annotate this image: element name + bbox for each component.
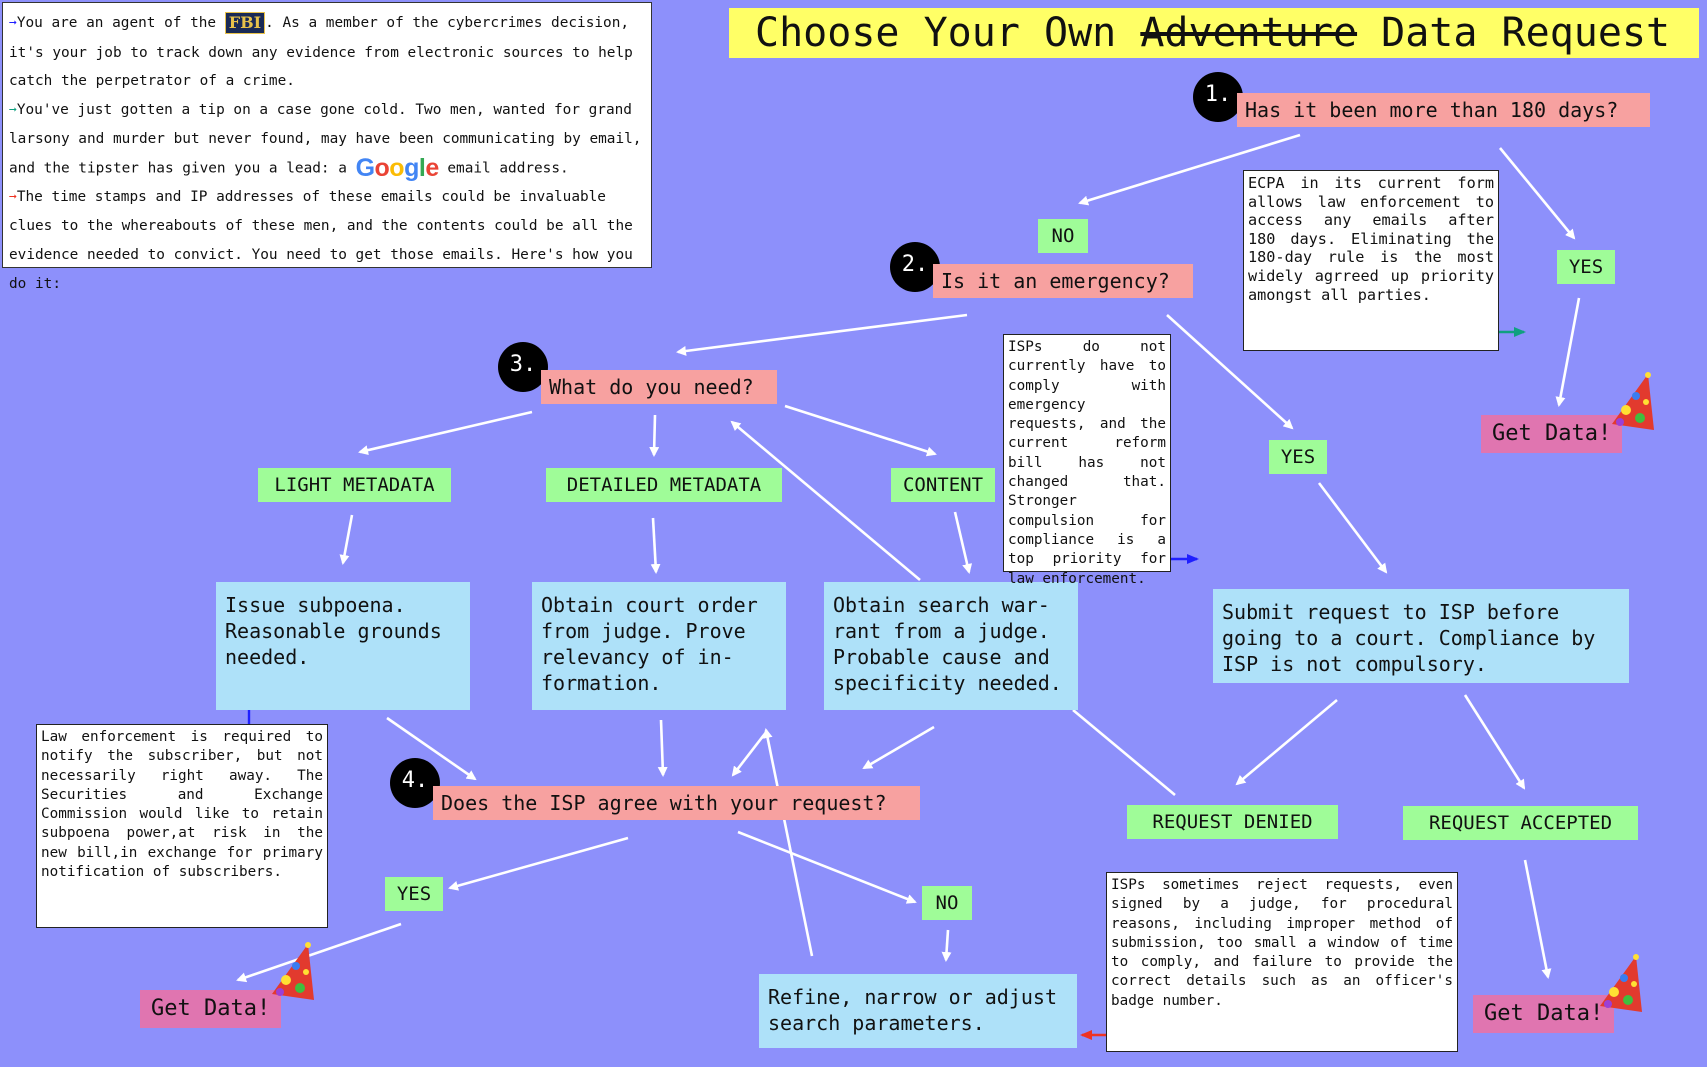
arrow-q1-no xyxy=(1078,133,1301,206)
question-isp-agree: Does the ISP agree with your request? xyxy=(433,786,920,820)
arrow-isp-accepted xyxy=(1463,694,1526,790)
label-no-180: NO xyxy=(1038,219,1088,253)
arrow-q4-no xyxy=(737,830,917,904)
question-emergency: Is it an emergency? xyxy=(933,264,1193,298)
arrow-no-refine xyxy=(941,929,952,962)
blue-arrow-icon: ➞ xyxy=(9,16,17,31)
arrow-q2-q3 xyxy=(676,313,968,356)
arrow-content-warrant xyxy=(953,511,973,574)
intro-p1-pre: You are an agent of the xyxy=(16,15,225,31)
intro-p2-post: email address. xyxy=(438,160,569,177)
box-court-order: Obtain court order from judge. Prove rel… xyxy=(532,582,786,710)
arrow-light-subpoena xyxy=(339,514,354,565)
question-180-days: Has it been more than 180 days? xyxy=(1237,93,1650,127)
title-suffix: Data Request xyxy=(1357,10,1671,56)
arrow-q2-yes xyxy=(1166,314,1294,430)
label-yes-isp: YES xyxy=(385,877,443,911)
arrow-q3-detailed xyxy=(649,414,660,457)
label-yes-emergency: YES xyxy=(1269,440,1327,474)
party-hat-icon xyxy=(272,942,314,1000)
fbi-logo: FBI xyxy=(224,12,266,34)
google-logo: Google xyxy=(355,153,440,182)
label-no-isp: NO xyxy=(922,886,972,920)
arrow-refine-q4 xyxy=(762,728,814,957)
arrow-q3-content xyxy=(784,404,937,457)
box-issue-subpoena: Issue subpoena. Reasonable grounds neede… xyxy=(216,582,470,710)
arrow-yes2-isp xyxy=(1317,482,1388,574)
arrow-refine-q4-head xyxy=(731,730,769,777)
label-content: CONTENT xyxy=(891,468,995,502)
step-badge-3: 3. xyxy=(498,342,548,392)
arrow-detailed-court xyxy=(650,517,661,574)
intro-text-box: ➞You are an agent of the FBI. As a membe… xyxy=(2,2,652,292)
teal-arrow-icon: ➞ xyxy=(9,102,17,118)
box-search-warrant: Obtain search war-rant from a judge. Pro… xyxy=(824,582,1078,710)
arrow-accepted-getdata xyxy=(1523,859,1552,979)
note-subpoena: Law enforcement is required to notify th… xyxy=(36,724,328,928)
arrow-q3-light xyxy=(358,410,533,456)
note-isp-reject: ISPs sometimes reject requests, even sig… xyxy=(1106,872,1458,1052)
arrow-q1-yes xyxy=(1498,147,1576,240)
intro-p3: The time stamps and IP addresses of thes… xyxy=(9,188,633,292)
label-yes-180: YES xyxy=(1557,250,1615,284)
page-title: Choose Your Own Adventure Data Request xyxy=(729,8,1699,58)
get-data-emergency: Get Data! xyxy=(1481,415,1623,453)
red-arrow-icon: ➞ xyxy=(9,189,17,205)
party-hat-icon xyxy=(1600,954,1642,1012)
label-request-denied: REQUEST DENIED xyxy=(1127,805,1338,839)
step-badge-1: 1. xyxy=(1193,72,1243,122)
question-what-need: What do you need? xyxy=(541,370,777,404)
connector-warrant-denied xyxy=(1072,709,1176,796)
arrow-q4-yes xyxy=(448,836,629,891)
box-isp-request: Submit request to ISP before going to a … xyxy=(1213,589,1629,683)
step-badge-2: 2. xyxy=(890,242,940,292)
note-ecpa: ECPA in its current form allows law enfo… xyxy=(1243,170,1499,351)
arrow-court-q4 xyxy=(657,719,668,777)
intro-p1-post: . As a member of the cybercrimes decisio… xyxy=(9,15,633,90)
label-light-metadata: LIGHT METADATA xyxy=(258,468,451,502)
note-emergency: ISPs do not currently have to comply wit… xyxy=(1003,334,1171,587)
get-data-isp-yes: Get Data! xyxy=(140,990,282,1028)
title-struck-word: Adventure xyxy=(1140,10,1358,56)
title-prefix: Choose Your Own xyxy=(755,10,1141,56)
step-badge-4: 4. xyxy=(390,758,440,808)
party-hat-icon xyxy=(1612,372,1654,430)
get-data-accepted: Get Data! xyxy=(1473,995,1615,1033)
arrow-subpoena-q4 xyxy=(386,716,477,781)
intro-p2-pre: You've just gotten a tip on a case gone … xyxy=(9,101,642,177)
arrow-warrant-q4 xyxy=(862,725,935,770)
arrow-warrant-q3 xyxy=(730,420,921,581)
arrow-isp-denied xyxy=(1235,699,1338,786)
label-detailed-metadata: DETAILED METADATA xyxy=(546,468,782,502)
label-request-accepted: REQUEST ACCEPTED xyxy=(1403,806,1638,840)
arrow-yes1-getdata xyxy=(1555,297,1581,407)
box-refine-search: Refine, narrow or adjust search paramete… xyxy=(759,974,1077,1048)
arrow-yes4-getdata xyxy=(236,922,402,983)
